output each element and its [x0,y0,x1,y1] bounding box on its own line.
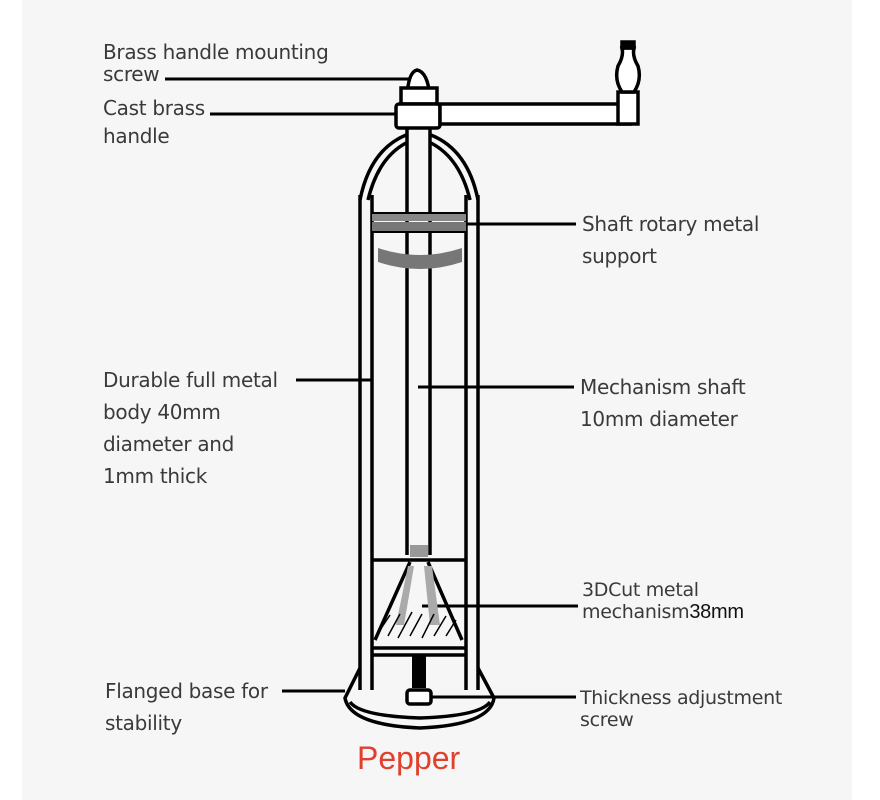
label-line: Brass handle mounting [103,40,329,64]
label-line: Thickness adjustment [580,687,783,709]
label-line: handle [103,124,170,148]
label-line: Flanged base for [105,679,268,703]
label-line: mechanism [582,601,690,623]
label-line: screw [580,709,634,731]
label-body: Durable full metal body 40mm diameter and 1… [103,364,278,492]
caption: Pepper [357,740,461,776]
diagram-background [22,0,852,800]
label-line: body 40mm [103,400,221,424]
label-handle: Cast brass handle [103,94,205,150]
mechanism-size: 38mm [689,601,744,623]
label-line: 3DCut metal [582,579,699,601]
label-line: screw [103,62,160,86]
label-line: 1mm thick [103,464,207,488]
label-shaft: Mechanism shaft 10mm diameter [580,371,746,435]
label-line: 10mm diameter [580,407,738,431]
handle [394,40,642,130]
label-line: support [582,244,657,268]
label-shaft-support: Shaft rotary metal support [582,208,759,272]
label-line: diameter and [103,432,235,456]
label-line: Mechanism shaft [580,375,746,399]
label-line: stability [105,711,182,735]
label-base: Flanged base for stability [105,675,268,739]
label-line: Shaft rotary metal [582,212,760,236]
label-line: Durable full metal [103,368,278,392]
label-line: Cast brass [103,96,205,120]
